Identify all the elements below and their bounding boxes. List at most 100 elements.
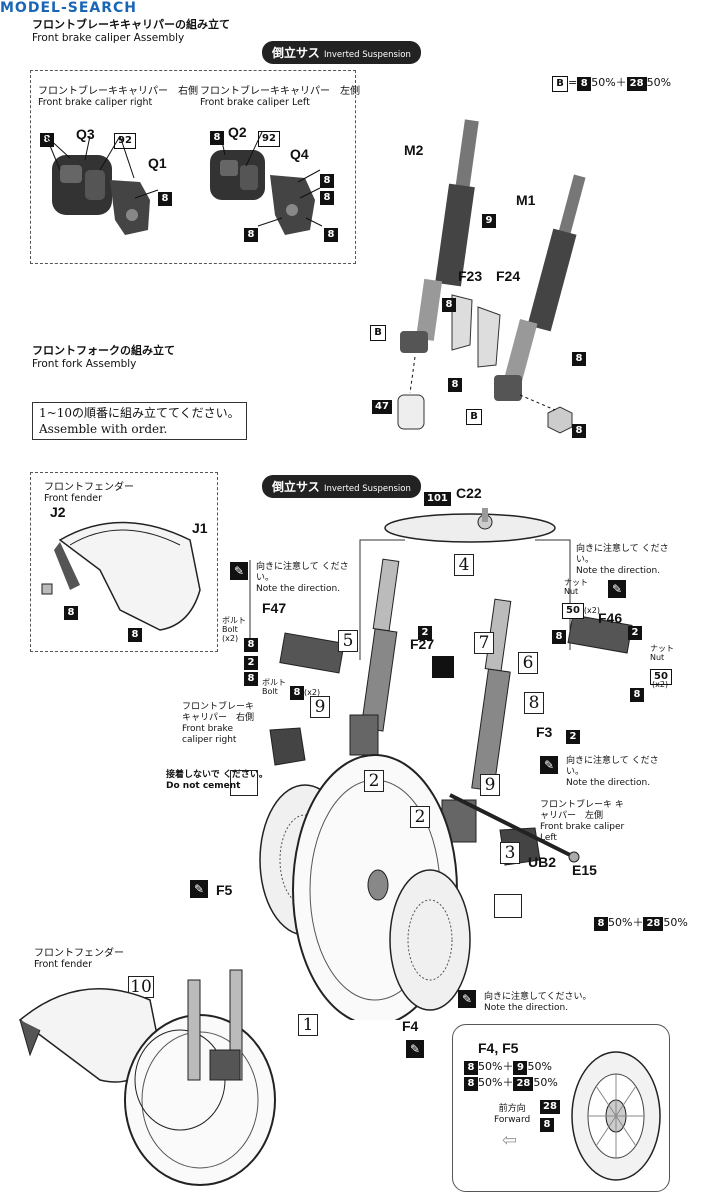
part-j2: J2 — [50, 504, 66, 520]
x2-label: (x2) — [652, 680, 669, 689]
watermark: MODEL-SEARCH — [0, 0, 138, 16]
part-2-main-b: 2 — [418, 620, 432, 640]
part-2-main-c: 2 — [566, 724, 580, 744]
part-j1: J1 — [192, 520, 208, 536]
disc-forward-label: 前方向 Forward — [494, 1104, 531, 1125]
step-9-a: 9 — [310, 696, 330, 718]
caliper-left-jp: フロントブレーキキャリパー 左側 — [200, 86, 360, 97]
part-q1: Q1 — [148, 155, 167, 171]
part-m1: M1 — [516, 192, 536, 208]
part-f27: F27 — [410, 636, 435, 652]
part-8-fork-b: 8 — [572, 346, 586, 366]
step-2-a: 2 — [364, 770, 384, 792]
part-2-main-a: 2 — [244, 650, 258, 670]
part-8-fork-d: 8 — [572, 418, 586, 438]
note-direction-a: 向きに注意して ください。 Note the direction. — [256, 562, 349, 594]
fork-title-jp: フロントフォークの組み立て — [32, 344, 175, 357]
part-8-e: 8 — [320, 185, 334, 205]
caliper-right-en: Front brake caliper right — [38, 97, 153, 108]
fender-caption-jp: フロントフェンダー — [44, 482, 134, 493]
step-8: 8 — [524, 692, 544, 714]
note-icon-f4: ✎ — [406, 1040, 424, 1058]
part-f46: F46 — [598, 610, 623, 626]
step-3: 3 — [500, 842, 520, 864]
disc-box-title: F4, F5 — [478, 1040, 519, 1056]
note-direction-d: 向きに注意してください。 Note the direction. — [484, 992, 592, 1013]
main-assembly-drawing — [249, 508, 633, 1020]
part-q4: Q4 — [290, 146, 309, 162]
part-8-g: 8 — [324, 222, 338, 242]
badge-jp: 倒立サス — [272, 46, 320, 60]
part-f24: F24 — [496, 268, 521, 284]
step-9-b: 9 — [480, 774, 500, 796]
step-2-b: 2 — [410, 806, 430, 828]
disc-part-8: 8 — [540, 1112, 554, 1132]
part-f3: F3 — [536, 724, 553, 740]
badge-mid-en: Inverted Suspension — [323, 484, 411, 494]
mix-paint-2: 28 — [626, 77, 647, 91]
fender-caption-en: Front fender — [44, 493, 103, 504]
part-8-main-b: 8 — [244, 666, 258, 686]
part-m2: M2 — [404, 142, 424, 158]
order-note: 1~10の順番に組み立ててください。 Assemble with order. — [32, 402, 247, 440]
part-47: 47 — [372, 394, 392, 414]
fender-box — [30, 472, 218, 652]
part-b-fork-b: B — [466, 404, 482, 425]
caliper-left-label: フロントブレーキ キャリパー 左側 Front brake caliper Le… — [540, 800, 625, 843]
part-8-fender-b: 8 — [128, 622, 142, 642]
part-101: 101 — [424, 486, 451, 506]
fork-drawing — [397, 119, 586, 434]
mix-paint-1: 8 — [577, 77, 592, 91]
part-8-main-d: 8 — [552, 624, 566, 644]
disc-part-28: 28 — [540, 1094, 560, 1114]
note-direction-c: 向きに注意して ください。 Note the direction. — [566, 756, 659, 788]
caliper-left-caption: フロントブレーキキャリパー 左側 Front brake caliper Lef… — [200, 82, 360, 108]
part-9-fork: 9 — [482, 208, 496, 228]
part-8-fork-a: 8 — [442, 292, 456, 312]
caliper-left-drawing — [210, 131, 323, 235]
part-8-f: 8 — [244, 222, 258, 242]
part-f47: F47 — [262, 600, 287, 616]
order-note-jp: 1~10の順番に組み立ててください。 — [39, 406, 240, 420]
disc-detail-box — [452, 1024, 670, 1192]
note-direction-b: 向きに注意して ください。 Note the direction. — [576, 544, 669, 576]
part-f5: F5 — [216, 882, 233, 898]
fender-drawing — [41, 521, 201, 631]
fender-caption: フロントフェンダー Front fender — [44, 478, 134, 504]
part-8-main-a: 8 — [244, 632, 258, 652]
forward-arrow-icon: ⇦ — [502, 1130, 518, 1151]
part-8-main-e: 8 — [630, 682, 644, 702]
badge-mid-jp: 倒立サス — [272, 480, 320, 494]
step-6: 6 — [518, 652, 538, 674]
caliper-left-en: Front brake caliper Left — [200, 97, 310, 108]
part-ub2: UB2 — [528, 854, 557, 870]
part-c22: C22 — [456, 485, 482, 501]
badge-en: Inverted Suspension — [323, 50, 411, 60]
caliper-box — [30, 70, 356, 264]
part-8-d: 8 — [320, 168, 334, 188]
part-b-fork-a: B — [370, 320, 386, 341]
step-1: 1 — [298, 1014, 318, 1036]
note-icon-f5: ✎ — [190, 880, 208, 898]
part-f23: F23 — [458, 268, 483, 284]
caliper-title: フロントブレーキキャリパーの組み立て Front brake caliper A… — [32, 16, 230, 44]
step-4: 4 — [454, 554, 474, 576]
note-icon-c: ✎ — [540, 756, 558, 774]
part-8-fender-a: 8 — [64, 600, 78, 620]
note-icon-b: ✎ — [608, 580, 626, 598]
caliper-right-label: フロントブレーキ キャリパー 右側 Front brake caliper ri… — [182, 702, 255, 745]
part-50-a: 50(x2) — [562, 598, 600, 619]
caliper-right-caption: フロントブレーキキャリパー 右側 Front brake caliper rig… — [38, 82, 198, 108]
mix-b: B — [552, 76, 568, 92]
fender-bottom-caption: フロントフェンダー Front fender — [34, 948, 124, 970]
no-cement-note: 接着しないで ください。 Do not cement — [166, 770, 268, 791]
disc-detail-drawing — [571, 1051, 661, 1181]
caliper-right-jp: フロントブレーキキャリパー 右側 — [38, 86, 198, 97]
